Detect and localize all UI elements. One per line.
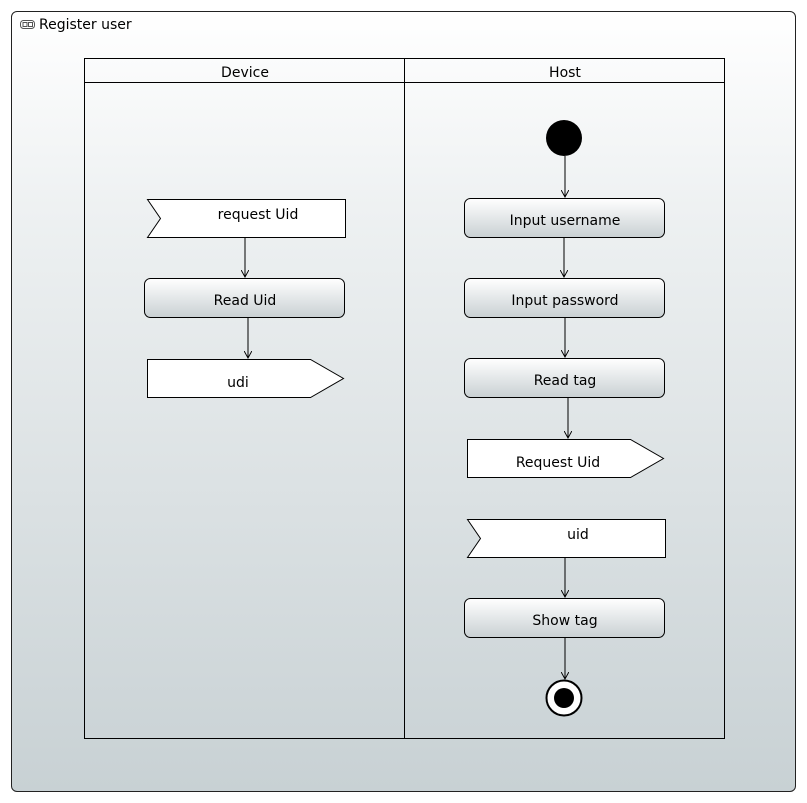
action-input-username[interactable]: Input username — [464, 198, 665, 238]
activity-frame — [11, 11, 796, 792]
action-label: Read Uid — [214, 293, 277, 309]
device-lane: request Uid Read Uid udi — [144, 199, 346, 398]
initial-node[interactable] — [546, 120, 582, 156]
action-label: Show tag — [532, 613, 597, 629]
send-signal-udi[interactable]: udi — [147, 359, 345, 398]
action-input-password[interactable]: Input password — [464, 278, 665, 318]
host-lane: Input username Input password Read tag R… — [464, 120, 666, 717]
partition-host-header: Host — [549, 65, 581, 81]
send-signal-label: udi — [227, 375, 249, 391]
accept-event-request-uid[interactable]: request Uid — [146, 199, 346, 238]
send-signal-request-uid[interactable]: Request Uid — [467, 439, 665, 478]
partition-device-header: Device — [221, 65, 269, 81]
accept-event-label: uid — [567, 527, 589, 543]
diagram-title: Register user — [39, 17, 132, 33]
action-read-uid[interactable]: Read Uid — [144, 278, 345, 318]
activity-final-node[interactable] — [545, 679, 583, 717]
send-signal-label: Request Uid — [516, 455, 600, 471]
action-read-tag[interactable]: Read tag — [464, 358, 665, 398]
accept-event-uid[interactable]: uid — [466, 519, 666, 558]
action-show-tag[interactable]: Show tag — [464, 598, 665, 638]
action-label: Input username — [510, 213, 621, 229]
activity-diagram-icon — [20, 20, 35, 29]
accept-event-label: request Uid — [218, 207, 299, 223]
action-label: Read tag — [534, 373, 597, 389]
swimlane-container: Device Host — [84, 58, 725, 739]
action-label: Input password — [511, 293, 618, 309]
